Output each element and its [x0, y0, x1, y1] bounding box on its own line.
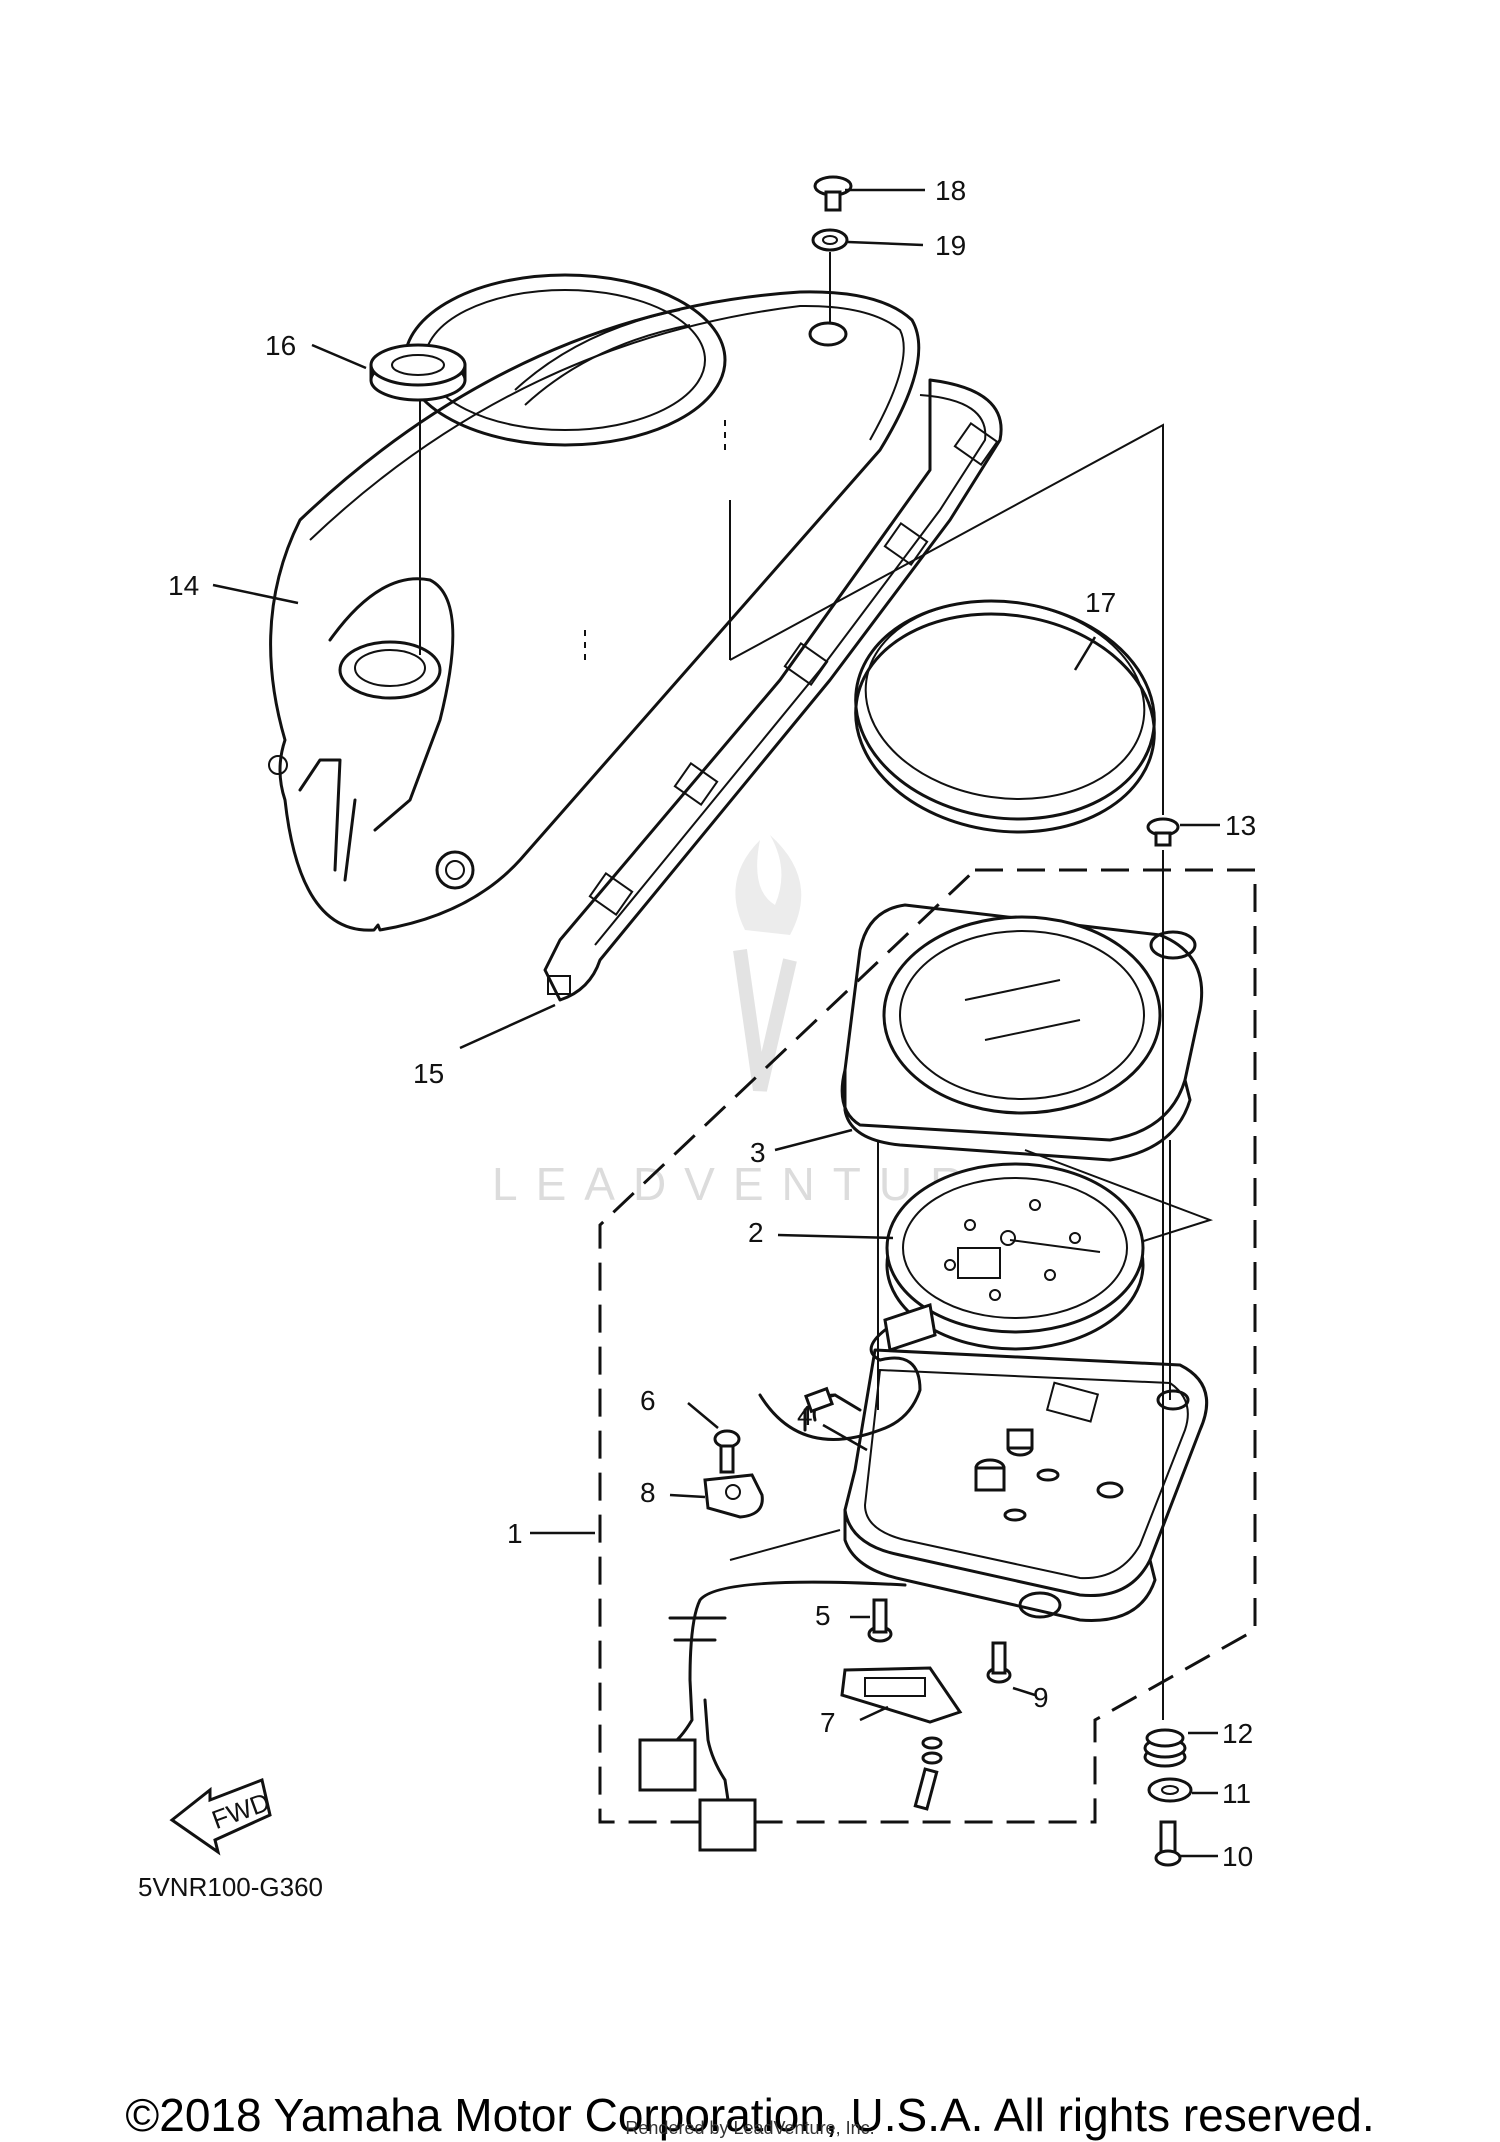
rendered-by-text: Rendered by LeadVenture, Inc.: [625, 2118, 875, 2138]
callout-6: 6: [640, 1385, 656, 1416]
callout-9: 9: [1033, 1682, 1049, 1713]
callout-16: 16: [265, 330, 296, 361]
grommet-13: [1146, 817, 1180, 847]
screw-10-washers: [913, 1736, 943, 1811]
meter-lens-case-3: [840, 903, 1204, 1162]
screw-6: [713, 1429, 741, 1474]
callout-18: 18: [935, 175, 966, 206]
assembly-boundary: [598, 868, 1257, 1824]
meter-case-4: [758, 1328, 1209, 1622]
callout-17: 17: [1085, 587, 1116, 618]
callout-5: 5: [815, 1600, 831, 1631]
seal-ring-17: [854, 599, 1156, 834]
grommet-12: [1143, 1728, 1187, 1768]
collar-11: [1147, 1777, 1193, 1803]
callout-14: 14: [168, 570, 199, 601]
cover-housing: [268, 273, 921, 932]
callout-10: 10: [1222, 1841, 1253, 1872]
screw-18: [813, 175, 853, 212]
callout-11: 11: [1222, 1778, 1251, 1809]
callout-8: 8: [640, 1477, 656, 1508]
callout-4: 4: [797, 1400, 813, 1431]
bolt-10: [1154, 1820, 1182, 1867]
washer-19: [811, 228, 849, 252]
assembly-lines: [419, 400, 1171, 1720]
callout-2: 2: [748, 1217, 764, 1248]
callout-labels: 16 14 18 19 17 13 15 3 2 4 6 8 1 5 9 7 1…: [168, 175, 1256, 1872]
diagram-code: 5VNR100-G360: [138, 1872, 323, 1902]
callout-13: 13: [1225, 810, 1256, 841]
clamp-8: [703, 1473, 764, 1519]
wire-harness: [638, 1580, 907, 1852]
callout-19: 19: [935, 230, 966, 261]
screw-9: [986, 1641, 1012, 1684]
leader-lines: [212, 188, 1220, 1858]
grommet-16: [369, 343, 467, 402]
trim-panel: [543, 378, 1003, 1002]
callout-1: 1: [507, 1518, 523, 1549]
connector-a: [638, 1738, 697, 1792]
plate-7: [840, 1666, 963, 1724]
callout-7: 7: [820, 1707, 836, 1738]
meter-assembly-2: [883, 1149, 1214, 1352]
callout-3: 3: [750, 1137, 766, 1168]
callout-15: 15: [413, 1058, 444, 1089]
connector-b: [698, 1798, 757, 1852]
callout-12: 12: [1222, 1718, 1253, 1749]
screw-5: [867, 1598, 893, 1643]
copyright-text: ©2018 Yamaha Motor Corporation, U.S.A. A…: [125, 2089, 1375, 2141]
fwd-arrow-icon: FWD: [169, 1777, 274, 1856]
